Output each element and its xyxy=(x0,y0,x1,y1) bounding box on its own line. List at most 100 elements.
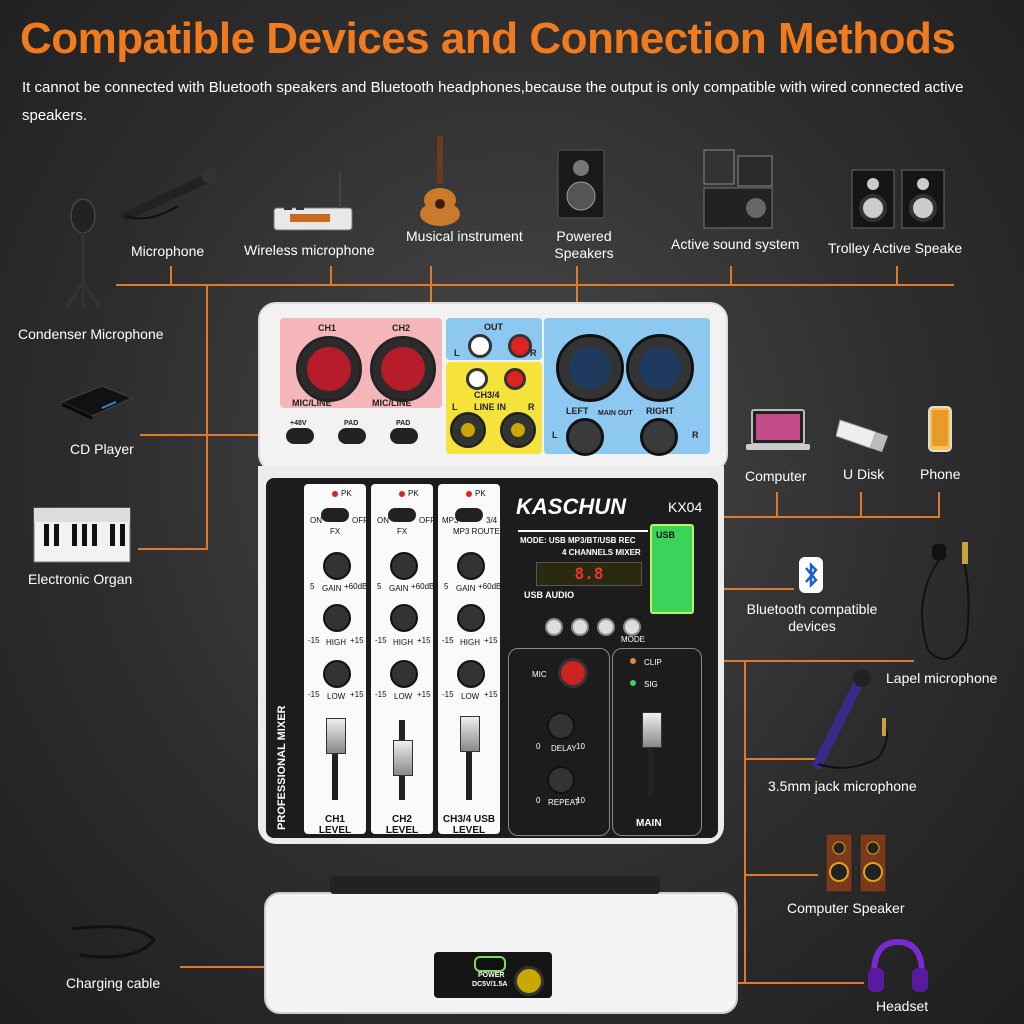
connector-line-lapel xyxy=(570,660,914,662)
connector-line-left-vertical xyxy=(206,284,208,550)
powered-speakers-label: Powered Speakers xyxy=(554,228,614,261)
ch2-gain-knob[interactable] xyxy=(390,552,418,580)
connector-line xyxy=(330,266,332,284)
ch1-off-label: OFF xyxy=(352,516,368,525)
microphone-icon xyxy=(118,166,222,226)
out-label: OUT xyxy=(484,322,503,332)
p48v-button[interactable] xyxy=(286,428,314,444)
connector-line xyxy=(730,266,732,284)
condenser-microphone-label: Condenser Microphone xyxy=(18,326,164,342)
ch1-fx-switch[interactable] xyxy=(321,508,349,522)
usb-audio-label: USB AUDIO xyxy=(524,590,575,600)
computer-icon xyxy=(744,408,812,454)
main-out-right-xlr[interactable] xyxy=(626,334,694,402)
ch34-high-min: -15 xyxy=(442,636,454,645)
connector-line xyxy=(576,266,578,332)
main-fader-track xyxy=(648,716,654,796)
out-r-rca-jack[interactable] xyxy=(508,334,532,358)
ch2-fx-switch[interactable] xyxy=(388,508,416,522)
ch34-high-knob[interactable] xyxy=(457,604,485,632)
electronic-organ-icon xyxy=(32,504,132,564)
repeat-min: 0 xyxy=(536,796,541,805)
ch2-high-min: -15 xyxy=(375,636,387,645)
ch34-r-rca-jack[interactable] xyxy=(504,368,526,390)
ch34-low-max: +15 xyxy=(484,690,498,699)
left-label: LEFT xyxy=(566,406,589,416)
ch1-low-knob[interactable] xyxy=(323,660,351,688)
pad2-label: PAD xyxy=(396,420,411,427)
page-subtitle: It cannot be connected with Bluetooth sp… xyxy=(22,79,964,124)
ch2-pk-led xyxy=(399,491,405,497)
repeat-knob[interactable] xyxy=(547,766,575,794)
ch1-mic-line-label: MIC/LINE xyxy=(292,398,332,408)
mode-button[interactable] xyxy=(623,618,641,636)
ch1-low-label: LOW xyxy=(327,692,346,701)
right-label: RIGHT xyxy=(646,406,674,416)
main-out-label: MAIN OUT xyxy=(598,410,633,417)
ch34-high-label: HIGH xyxy=(460,638,480,647)
main-out-r-label: R xyxy=(692,430,699,440)
usb-port[interactable] xyxy=(650,524,694,614)
ch34-fader[interactable] xyxy=(460,716,480,752)
computer-speaker-icon xyxy=(824,832,890,894)
ch34-pk-label: PK xyxy=(475,489,486,498)
main-out-right-jack[interactable] xyxy=(640,418,678,456)
prev-button[interactable] xyxy=(545,618,563,636)
ch2-low-label: LOW xyxy=(394,692,413,701)
condenser-microphone-icon xyxy=(58,198,108,310)
ch2-low-knob[interactable] xyxy=(390,660,418,688)
next-button[interactable] xyxy=(597,618,615,636)
ch1-gain-knob[interactable] xyxy=(323,552,351,580)
ch34-l-rca-jack[interactable] xyxy=(466,368,488,390)
jack-microphone-label: 3.5mm jack microphone xyxy=(768,778,917,794)
powered-speaker-icon xyxy=(556,148,606,220)
connector-line-right-vertical xyxy=(744,660,746,982)
usb-c-power-port[interactable] xyxy=(474,956,506,972)
out-l-rca-jack[interactable] xyxy=(468,334,492,358)
fx-panel xyxy=(508,648,610,836)
play-pause-button[interactable] xyxy=(571,618,589,636)
repeat-max: 10 xyxy=(576,796,585,805)
ch1-pk-led xyxy=(332,491,338,497)
ch1-combo-jack[interactable] xyxy=(296,336,362,402)
ch34-gain-label: GAIN xyxy=(456,584,476,593)
ch34-low-label: LOW xyxy=(461,692,480,701)
sig-label: SIG xyxy=(644,680,658,689)
ch2-high-knob[interactable] xyxy=(390,604,418,632)
ch34-low-knob[interactable] xyxy=(457,660,485,688)
sig-led xyxy=(630,680,636,686)
pad2-button[interactable] xyxy=(390,428,418,444)
ch34-mp3-route-label: MP3 ROUTE xyxy=(453,527,500,536)
ch34-gain-min: 5 xyxy=(444,582,449,591)
ch1-high-knob[interactable] xyxy=(323,604,351,632)
ch2-fader[interactable] xyxy=(393,740,413,776)
ch2-combo-jack[interactable] xyxy=(370,336,436,402)
jack-microphone-icon xyxy=(808,668,894,776)
connector-line-usb xyxy=(664,516,940,518)
ch1-label: CH1 xyxy=(318,323,337,333)
main-out-left-xlr[interactable] xyxy=(556,334,624,402)
pad1-button[interactable] xyxy=(338,428,366,444)
line-in-r-jack[interactable] xyxy=(500,412,536,448)
mixer-top-edge xyxy=(330,876,660,894)
delay-knob[interactable] xyxy=(547,712,575,740)
trolley-speaker-icon xyxy=(850,166,946,230)
ch1-fader[interactable] xyxy=(326,718,346,754)
line-in-l-jack[interactable] xyxy=(450,412,486,448)
headset-icon xyxy=(866,938,930,996)
charging-cable-label: Charging cable xyxy=(66,975,161,991)
ch34-gain-knob[interactable] xyxy=(457,552,485,580)
mic-jack[interactable] xyxy=(558,658,588,688)
phone-label: Phone xyxy=(920,466,961,482)
main-label: MAIN xyxy=(636,818,662,829)
ch34-mp3-route-switch[interactable] xyxy=(455,508,483,522)
main-out-left-jack[interactable] xyxy=(566,418,604,456)
main-fader[interactable] xyxy=(642,712,662,748)
headphone-jack[interactable] xyxy=(514,966,544,996)
dc-label: DC5V/1.5A xyxy=(472,981,508,988)
channels-mixer-label: 4 CHANNELS MIXER xyxy=(562,548,641,557)
connector-line xyxy=(170,266,172,284)
page-title: Compatible Devices and Connection Method… xyxy=(20,14,956,63)
connector-line-speaker xyxy=(744,874,818,876)
